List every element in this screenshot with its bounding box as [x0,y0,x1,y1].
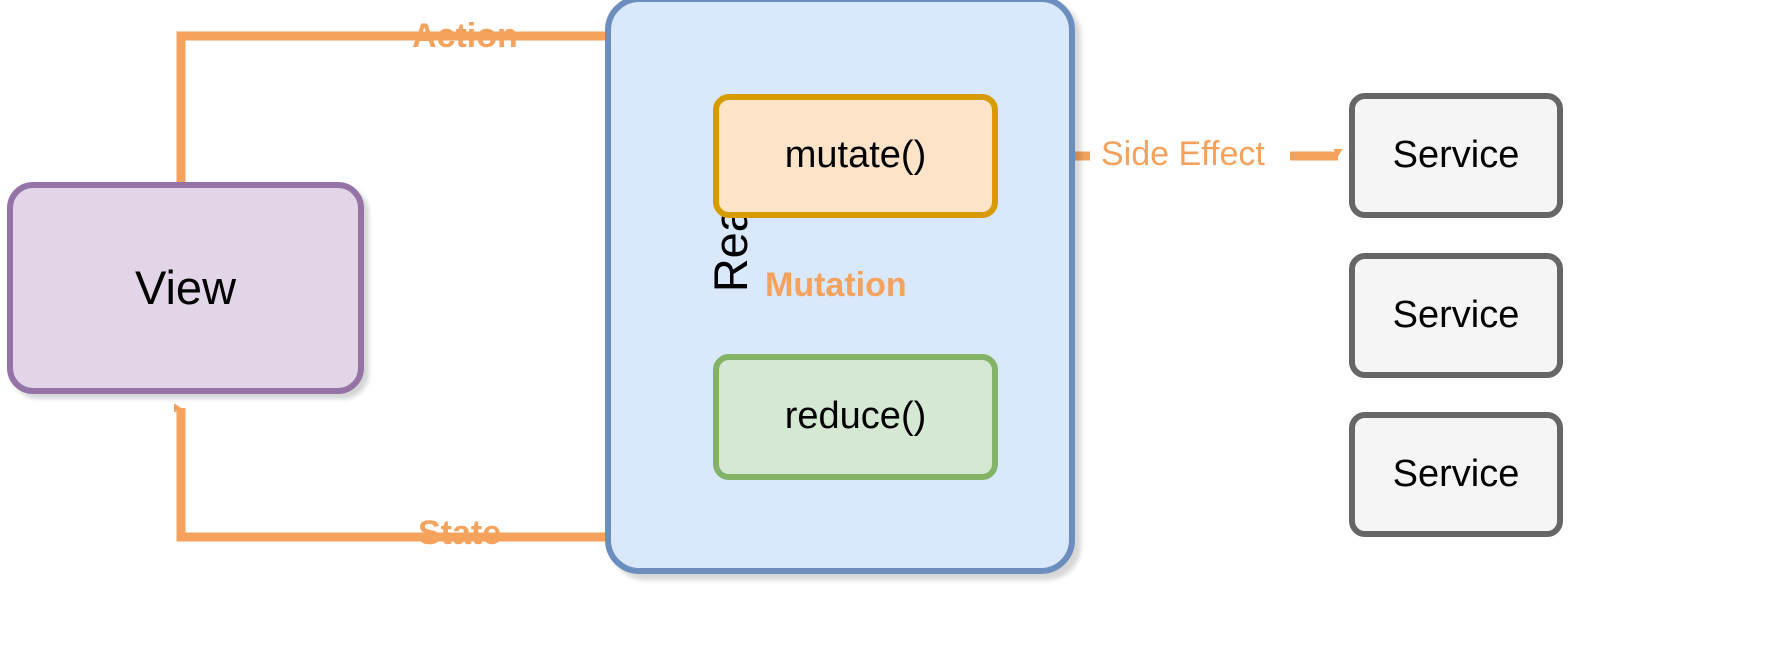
service-node-3[interactable]: Service [1349,412,1563,537]
reactor-container[interactable] [605,0,1075,574]
service-node-2[interactable]: Service [1349,253,1563,378]
mutate-node[interactable]: mutate() [713,94,998,218]
reduce-node[interactable]: reduce() [713,354,998,480]
view-node[interactable]: View [7,182,364,394]
service-node-1[interactable]: Service [1349,93,1563,218]
